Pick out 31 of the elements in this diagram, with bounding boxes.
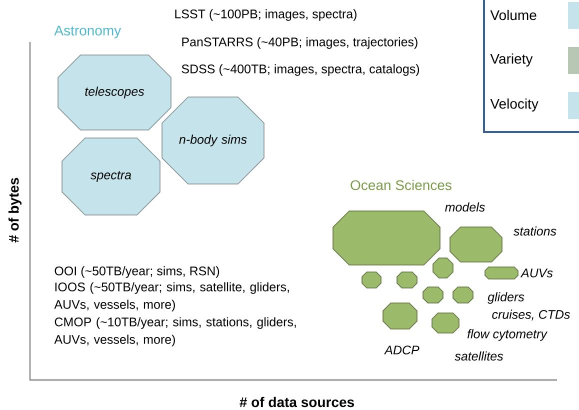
group-title: Ocean Sciences <box>350 180 452 190</box>
source-label: stations <box>514 226 556 236</box>
source-label: AUVs <box>520 268 553 278</box>
dataset-text: PanSTARRS (~40PB; images, trajectories) <box>182 37 418 49</box>
octagon-shape <box>452 286 474 304</box>
dataset-text: CMOP (~10TB/year; sims, stations, gliders, AUVs, vessels, more) <box>54 317 296 346</box>
source-label: gliders <box>488 292 524 304</box>
source-label: models <box>445 202 485 212</box>
dataset-text: SDSS (~400TB; images, spectra, catalogs) <box>182 64 420 76</box>
octagon-shape <box>432 258 454 278</box>
octagon-shape <box>484 266 518 280</box>
octagon-shape <box>382 302 418 330</box>
dataset-text: LSST (~100PB; images, spectra) <box>175 9 356 21</box>
octagon-shape <box>332 210 440 266</box>
axis-title: # of data sources <box>240 396 354 408</box>
legend-label: Volume <box>490 10 536 20</box>
legend-label: Velocity <box>490 98 538 112</box>
octagon-shape <box>422 286 444 304</box>
octagon-shape <box>450 226 502 262</box>
octagon-shape <box>396 272 418 288</box>
group-title: Astronomy <box>54 26 122 38</box>
legend-label: Variety <box>490 53 533 67</box>
axis-title: # of bytes <box>8 178 22 242</box>
source-label: cruises, CTDs <box>492 310 570 320</box>
source-label: satellites <box>454 351 504 361</box>
source-label: flow cytometry <box>468 329 548 341</box>
dataset-text: IOOS (~50TB/year; sims, satellite, gliders, AUVs, vessels, more) <box>54 282 289 312</box>
octagon-shape <box>362 272 382 288</box>
source-label: ADCP <box>384 346 420 354</box>
dataset-text: OOI (~50TB/year; sims, RSN) <box>54 266 220 278</box>
octagon-shape <box>432 312 460 334</box>
